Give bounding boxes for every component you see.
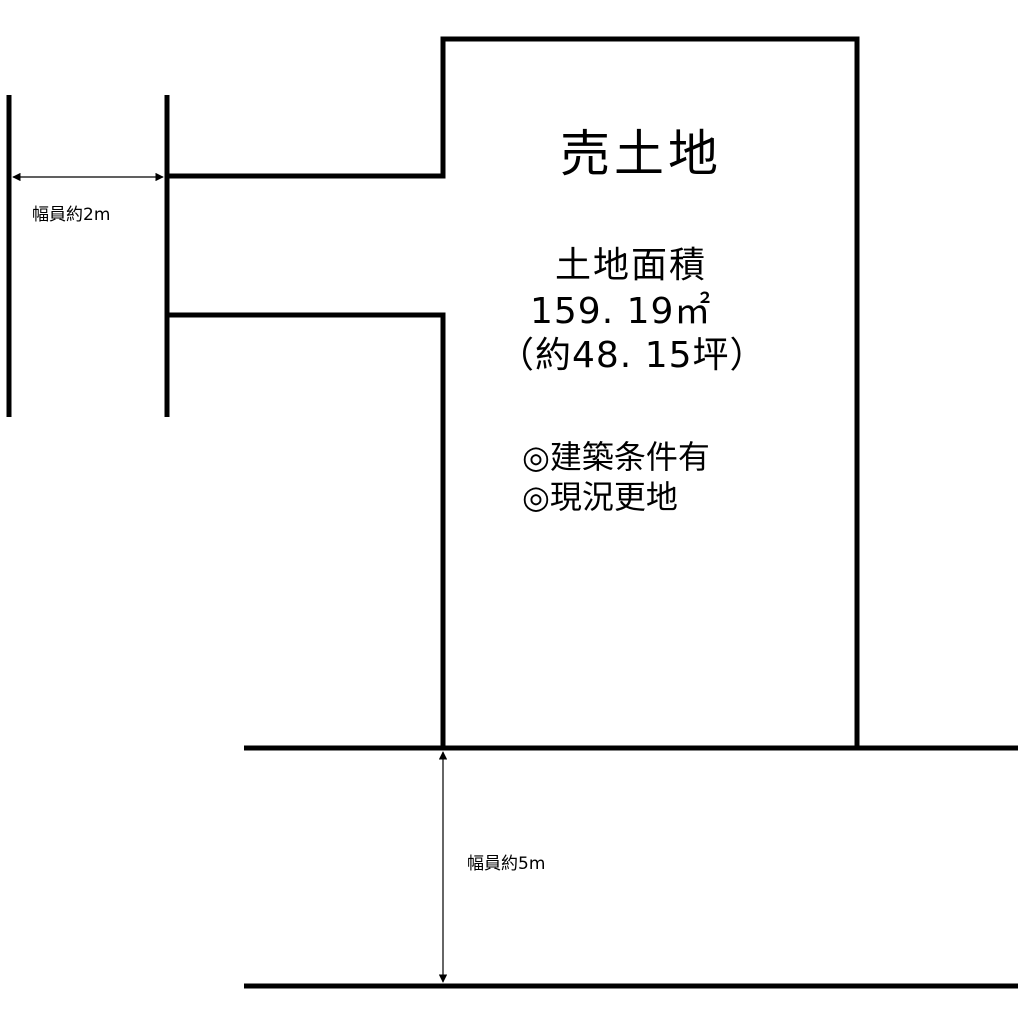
land-area-tsubo: （約48. 15坪） — [498, 335, 767, 376]
lot-boundary — [167, 36, 860, 748]
land-area-label: 土地面積 — [555, 245, 708, 286]
land-area-sqm: 159. 19㎡ — [530, 291, 712, 332]
note-building-conditions: ◎建築条件有 — [522, 438, 710, 476]
lot-boundary-access — [167, 312, 446, 748]
side-road-width-label: 幅員約2m — [32, 205, 111, 225]
listing-title: 売土地 — [560, 125, 722, 183]
front-road-width-label: 幅員約5m — [467, 854, 546, 874]
note-vacant-land: ◎現況更地 — [522, 478, 678, 516]
